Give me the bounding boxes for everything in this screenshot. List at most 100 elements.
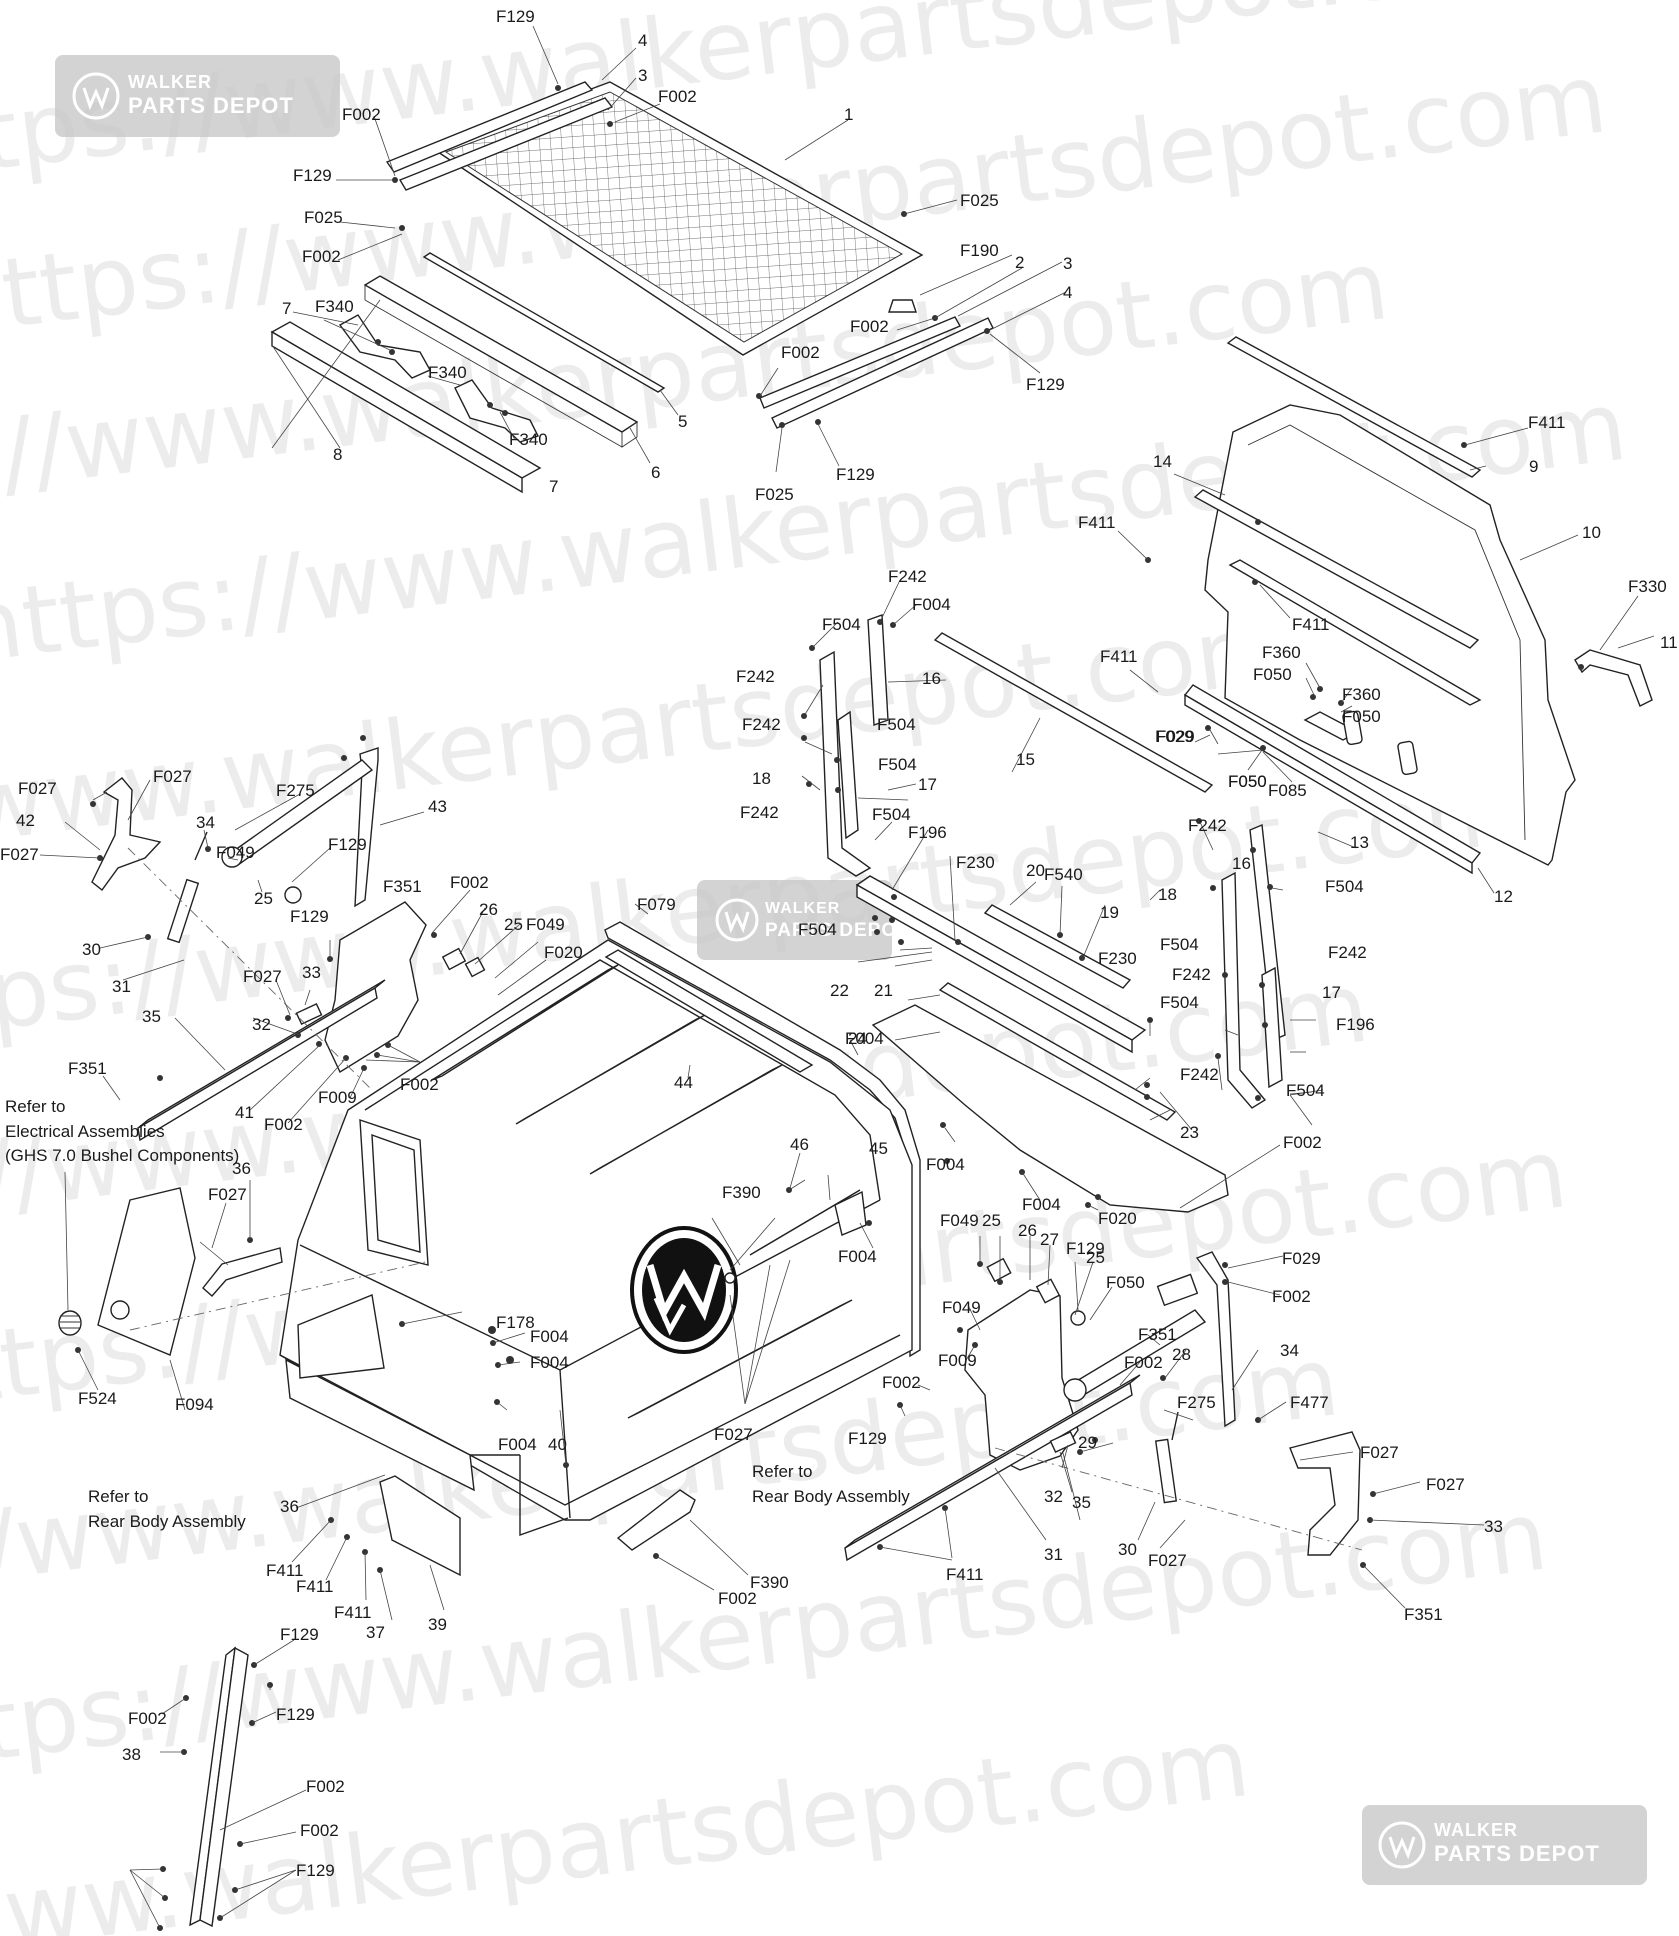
panel-left: [297, 1294, 385, 1379]
callout-label: F002: [882, 1373, 921, 1392]
callout-label: 4: [638, 31, 647, 50]
callout-label: 35: [1072, 1493, 1091, 1512]
callout-label: F540: [1044, 865, 1083, 884]
callout-label: F411: [266, 1561, 304, 1580]
callout-label: F129: [1026, 375, 1065, 394]
bracket-17-left: [837, 710, 859, 840]
callout-label: F524: [78, 1389, 117, 1408]
callout-label: 13: [1350, 833, 1369, 852]
callout-label: F004: [530, 1353, 569, 1372]
knob: [58, 1310, 82, 1336]
rim-24: [604, 921, 921, 1358]
callout-label: F049: [216, 843, 255, 862]
callout-label: F027: [208, 1185, 247, 1204]
strip-15: [933, 632, 1214, 793]
callout-label: F129: [290, 907, 329, 926]
callout-label: 30: [82, 940, 101, 959]
callout-label: F242: [1188, 816, 1227, 835]
callout-label: 41: [235, 1103, 254, 1122]
callout-label: F360: [1342, 685, 1381, 704]
callout-label: 9: [1529, 457, 1538, 476]
callout-label: 35: [142, 1007, 161, 1026]
callout-label: F504: [1160, 993, 1199, 1012]
callout-label: F196: [1336, 1015, 1375, 1034]
arm-28: [1195, 1251, 1236, 1428]
reference-notes: Refer to Electrical Assemblies (GHS 7.0 …: [5, 1097, 910, 1531]
strip-22: [938, 982, 1177, 1121]
callout-label: 15: [1016, 750, 1035, 769]
callout-label: 43: [428, 797, 447, 816]
callout-label: F029: [1155, 727, 1194, 746]
callout-label: 2: [1015, 253, 1024, 272]
callout-label: F027: [1148, 1551, 1187, 1570]
callout-label: F129: [276, 1705, 315, 1724]
callout-label: F002: [264, 1115, 303, 1134]
callout-label: F027: [1360, 1443, 1399, 1462]
callout-label: F504: [798, 920, 837, 939]
callout-label: F230: [956, 853, 995, 872]
callout-label: 25: [504, 915, 523, 934]
bar-44: [604, 949, 814, 1073]
handle-36-bottom: [616, 1489, 696, 1551]
callout-label: F020: [1098, 1209, 1137, 1228]
callout-label: F390: [722, 1183, 761, 1202]
callout-label: F351: [383, 877, 422, 896]
callout-label: F002: [306, 1777, 345, 1796]
badge-line1: WALKER: [128, 72, 212, 92]
callout-label: F085: [1268, 781, 1307, 800]
parts-drawing: [58, 81, 1653, 1931]
callout-label: 7: [549, 477, 558, 496]
callout-label: 40: [548, 1435, 567, 1454]
callout-label: F242: [888, 567, 927, 586]
bracket-17-right: [1261, 966, 1283, 1089]
callout-label: F002: [718, 1589, 757, 1608]
callout-label: F079: [637, 895, 676, 914]
callout-label: F504: [877, 715, 916, 734]
callout-label: F004: [926, 1155, 965, 1174]
callout-label: F027: [243, 967, 282, 986]
badge-line2: PARTS DEPOT: [128, 93, 294, 118]
callout-label: F027: [1426, 1475, 1465, 1494]
handle-36-top: [202, 1247, 283, 1297]
callout-label: 31: [1044, 1545, 1063, 1564]
callout-label: 12: [1494, 887, 1513, 906]
callout-label: F049: [942, 1298, 981, 1317]
callout-label: F002: [128, 1709, 167, 1728]
callout-label: F390: [750, 1573, 789, 1592]
callout-label: F027: [0, 845, 39, 864]
callout-label: 5: [678, 412, 687, 431]
note-rear-center-2: Rear Body Assembly: [752, 1487, 910, 1506]
callout-label: F242: [1180, 1065, 1219, 1084]
callout-label: F025: [960, 191, 999, 210]
callout-label: F050: [1253, 665, 1292, 684]
strip-9: [1226, 336, 1482, 478]
strip-5: [422, 252, 666, 393]
callout-label: 33: [1484, 1517, 1503, 1536]
callout-label: F411: [1528, 413, 1566, 432]
callout-label: 36: [232, 1159, 251, 1178]
callout-labels: F129 4 3 F002 1 F002 F129 F025 F002 F025…: [0, 7, 1678, 1880]
callout-label: F411: [334, 1603, 372, 1622]
callout-label: 6: [651, 463, 660, 482]
callout-label: F351: [1404, 1605, 1443, 1624]
callout-label: F004: [1022, 1195, 1061, 1214]
plate-37: [379, 1475, 461, 1577]
angle-rail-right: [759, 316, 961, 409]
callout-label: F002: [1124, 1353, 1163, 1372]
callout-label: F004: [498, 1435, 537, 1454]
bracket-18-left: [819, 650, 872, 877]
callout-label: F029: [1156, 727, 1195, 746]
callout-label: 22: [830, 981, 849, 1000]
callout-label: F025: [755, 485, 794, 504]
callout-label: 26: [1018, 1221, 1037, 1240]
callout-label: F340: [315, 297, 354, 316]
leader-lines: [39, 25, 1655, 1929]
callout-label: F004: [845, 1029, 884, 1048]
callout-label: 21: [874, 981, 893, 1000]
callout-label: 37: [366, 1623, 385, 1642]
callout-label: F002: [1272, 1287, 1311, 1306]
callout-label: F129: [328, 835, 367, 854]
callout-label: 17: [918, 775, 937, 794]
callout-label: F504: [1325, 877, 1364, 896]
callout-label: F009: [938, 1351, 977, 1370]
